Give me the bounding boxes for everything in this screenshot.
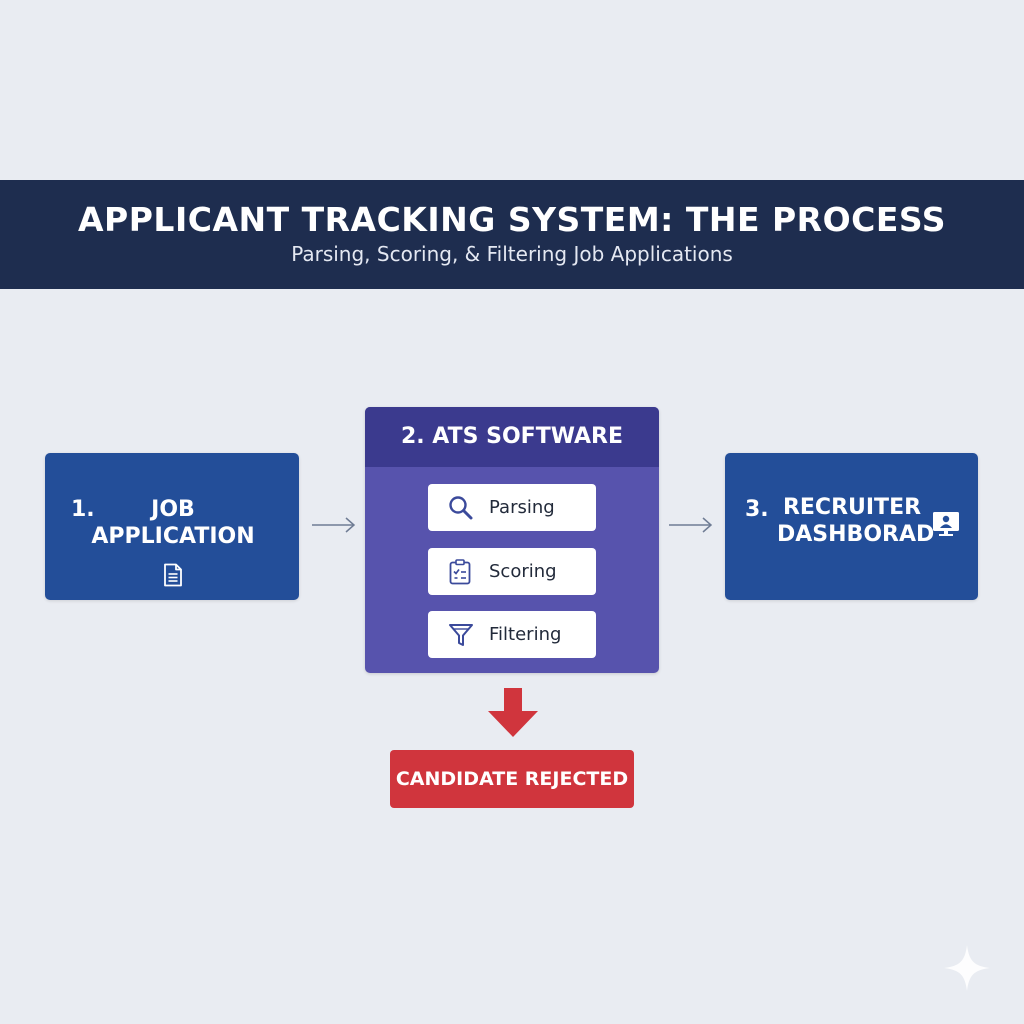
step-number: 1. xyxy=(71,497,95,522)
ats-header: 2. ATS SOFTWARE xyxy=(365,407,659,467)
diagram-title: APPLICANT TRACKING SYSTEM: THE PROCESS xyxy=(78,200,946,239)
function-parsing: Parsing xyxy=(428,484,596,531)
function-scoring: Scoring xyxy=(428,548,596,595)
ats-title: 2. ATS SOFTWARE xyxy=(400,424,623,449)
step-number: 3. xyxy=(745,497,769,522)
step-label-line: JOB xyxy=(151,497,195,522)
step-job-application: 1. JOB APPLICATION xyxy=(45,453,299,600)
down-arrow-icon xyxy=(488,688,538,737)
dashboard-icon xyxy=(931,510,961,543)
function-label: Parsing xyxy=(489,497,555,518)
checklist-icon xyxy=(448,559,472,590)
document-icon xyxy=(163,563,183,592)
step-label: JOB APPLICATION xyxy=(85,496,261,550)
sparkle-icon xyxy=(944,945,990,991)
title-banner: APPLICANT TRACKING SYSTEM: THE PROCESS P… xyxy=(0,180,1024,289)
step-label-line: APPLICATION xyxy=(91,524,255,549)
step-recruiter-dashboard: 3. RECRUITER DASHBORAD xyxy=(725,453,978,600)
step-label-line: DASHBORAD xyxy=(777,522,935,547)
step-ats-software: 2. ATS SOFTWARE Parsing Scoring xyxy=(365,407,659,673)
rejected-label: CANDIDATE REJECTED xyxy=(395,768,629,790)
function-label: Filtering xyxy=(489,624,562,645)
step-label-line: RECRUITER xyxy=(782,495,922,520)
function-filtering: Filtering xyxy=(428,611,596,658)
function-label: Scoring xyxy=(489,561,557,582)
candidate-rejected-box: CANDIDATE REJECTED xyxy=(390,750,634,808)
flow-arrow-right-icon xyxy=(312,517,356,533)
search-icon xyxy=(448,495,474,526)
funnel-icon xyxy=(448,622,474,653)
flow-arrow-right-icon xyxy=(669,517,713,533)
step-label: RECRUITER DASHBORAD xyxy=(777,494,935,548)
diagram-subtitle: Parsing, Scoring, & Filtering Job Applic… xyxy=(291,242,733,266)
